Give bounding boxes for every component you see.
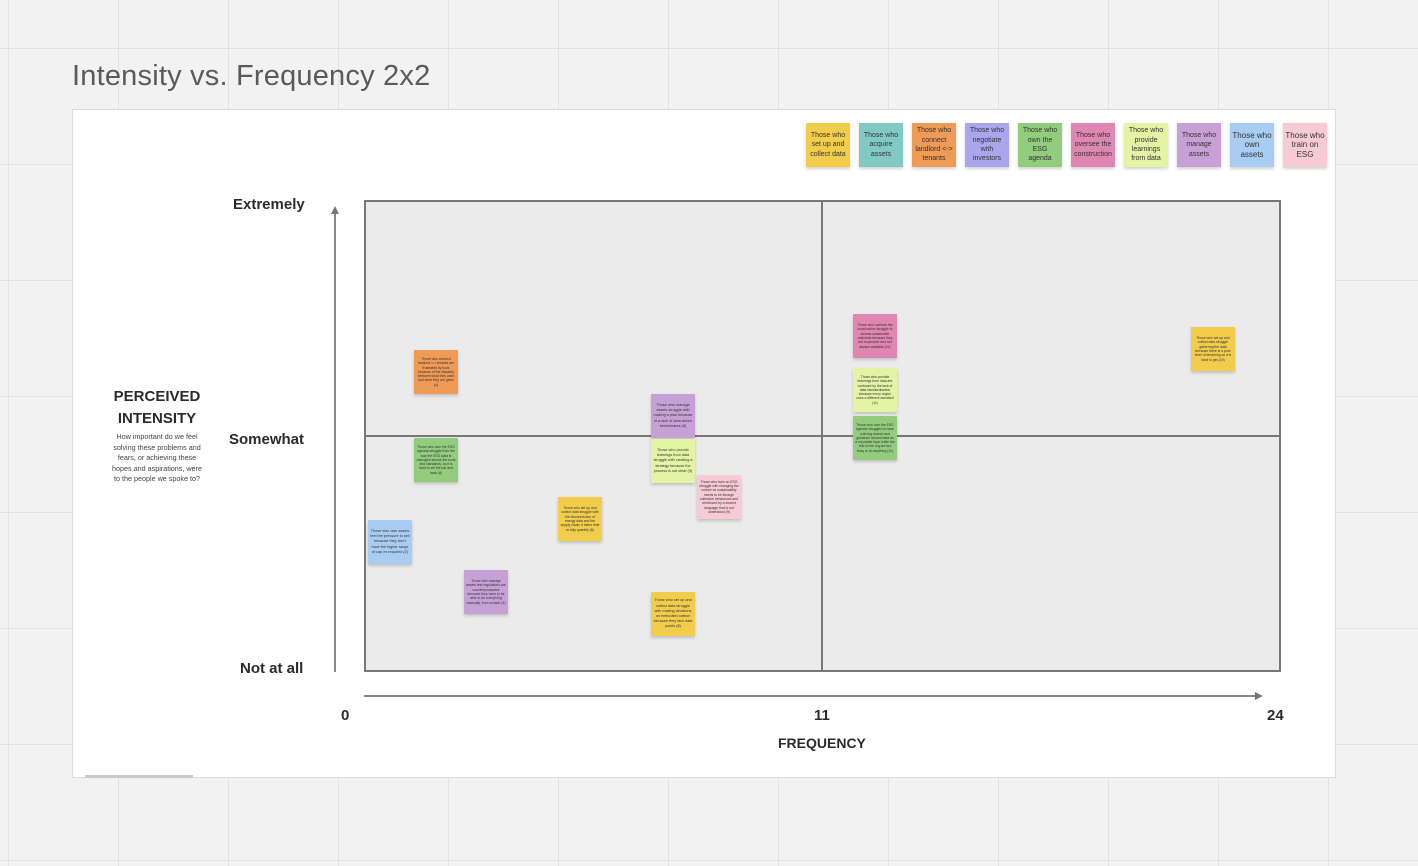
legend-label: Those who own assets — [1232, 131, 1272, 159]
y-axis-line — [334, 212, 336, 672]
legend-label: Those who train on ESG — [1285, 131, 1325, 159]
legend-note-set-up-collect-data[interactable]: Those who set up and collect data — [806, 123, 850, 167]
legend-label: Those who manage assets — [1181, 132, 1217, 158]
legend-label: Those who negotiate with investors — [969, 127, 1005, 163]
y-level-not-at-all: Not at all — [240, 660, 304, 677]
sticky-note[interactable]: Those who set up and collect data strugg… — [651, 592, 695, 636]
y-axis-description: How important do we feel solving these p… — [112, 432, 202, 483]
note-text: Those who own assets feel the pressure t… — [370, 528, 410, 554]
sticky-note[interactable]: Those who provide learnings from data st… — [651, 439, 695, 483]
legend-note-acquire-assets[interactable]: Those who acquire assets — [859, 123, 903, 167]
y-axis-title: PERCEIVED INTENSITY — [113, 388, 201, 427]
sticky-note[interactable]: Those who manage assets feel regulations… — [464, 570, 508, 614]
sticky-note[interactable]: Those who own the ESG agenda struggle fr… — [414, 438, 458, 482]
legend-label: Those who connect landlord <-> tenants — [915, 127, 953, 163]
legend-note-train-esg[interactable]: Those who train on ESG — [1283, 123, 1327, 167]
y-level-somewhat: Somewhat — [229, 431, 305, 448]
note-text: Those who train on ESG struggle with cha… — [699, 479, 739, 514]
legend-label: Those who acquire assets — [863, 132, 899, 158]
frame-scroll-tab[interactable] — [85, 775, 193, 778]
note-text: Those who provide learnings from data ar… — [856, 374, 894, 405]
sticky-note[interactable]: Those who provide learnings from data ar… — [853, 368, 897, 412]
sticky-note[interactable]: Those who own assets feel the pressure t… — [368, 520, 412, 564]
legend-note-provide-learnings[interactable]: Those who provide learnings from data — [1124, 123, 1168, 167]
y-axis-arrowhead — [331, 206, 339, 214]
x-tick-24: 24 — [1267, 707, 1284, 724]
x-tick-11: 11 — [814, 707, 830, 724]
note-text: Those who set up and collect data strugg… — [1194, 336, 1232, 362]
legend-label: Those who own the ESG agenda — [1022, 127, 1058, 163]
legend-note-connect-landlord-tenants[interactable]: Those who connect landlord <-> tenants — [912, 123, 956, 167]
legend-label: Those who oversee the construction — [1074, 132, 1112, 158]
legend-label: Those who set up and collect data — [810, 132, 846, 158]
legend-note-negotiate-investors[interactable]: Those who negotiate with investors — [965, 123, 1009, 167]
sticky-note[interactable]: Those who manage assets struggle with ma… — [651, 394, 695, 438]
quadrant-top-right[interactable] — [821, 200, 1281, 438]
sticky-note[interactable]: Those who oversee the construction strug… — [853, 314, 897, 358]
note-text: Those who manage assets struggle with ma… — [653, 402, 693, 428]
sticky-note[interactable]: Those who own the ESG agenda struggles t… — [853, 416, 897, 460]
note-text: Those who set up and collect data strugg… — [560, 506, 600, 532]
note-text: Those who own the ESG agenda struggle fr… — [416, 444, 456, 475]
legend-note-own-assets[interactable]: Those who own assets — [1230, 123, 1274, 167]
legend-note-own-esg-agenda[interactable]: Those who own the ESG agenda — [1018, 123, 1062, 167]
quadrant-bottom-right[interactable] — [821, 435, 1281, 672]
x-axis-line — [364, 695, 1256, 697]
y-level-extremely: Extremely — [233, 196, 305, 213]
note-text: Those who connect landlord <-> tenants a… — [417, 356, 455, 387]
x-axis-title: FREQUENCY — [778, 735, 866, 751]
note-text: Those who oversee the construction strug… — [857, 323, 893, 349]
sticky-note[interactable]: Those who train on ESG struggle with cha… — [697, 475, 741, 519]
note-text: Those who manage assets feel regulations… — [466, 579, 506, 605]
note-text: Those who set up and collect data strugg… — [653, 598, 693, 629]
sticky-note[interactable]: Those who connect landlord <-> tenants a… — [414, 350, 458, 394]
legend-note-manage-assets[interactable]: Those who manage assets — [1177, 123, 1221, 167]
note-text: Those who provide learnings from data st… — [653, 447, 693, 473]
board-title: Intensity vs. Frequency 2x2 — [72, 60, 431, 92]
legend-label: Those who provide learnings from data — [1128, 127, 1164, 163]
legend-note-oversee-construction[interactable]: Those who oversee the construction — [1071, 123, 1115, 167]
quadrant-top-left[interactable] — [364, 200, 824, 438]
sticky-note[interactable]: Those who set up and collect data strugg… — [558, 497, 602, 541]
x-tick-0: 0 — [341, 707, 350, 724]
note-text: Those who own the ESG agenda struggles t… — [855, 422, 895, 453]
sticky-note[interactable]: Those who set up and collect data strugg… — [1191, 327, 1235, 371]
x-axis-arrowhead — [1255, 692, 1263, 700]
